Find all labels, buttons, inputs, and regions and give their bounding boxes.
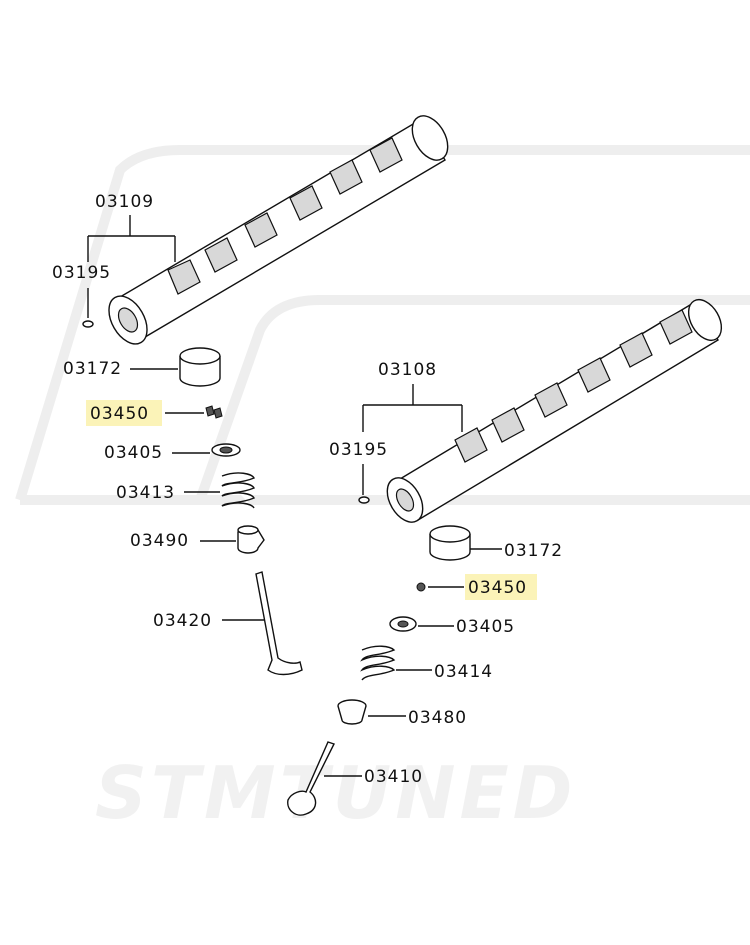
label-exhaust-spring[interactable]: 03413 [116, 483, 220, 503]
intake-seal[interactable] [337, 699, 367, 725]
label-exhaust-seal[interactable]: 03490 [130, 531, 236, 551]
exhaust-keeper[interactable] [205, 405, 223, 419]
label-intake-spring[interactable]: 03414 [396, 662, 493, 682]
label-intake-cam-pin[interactable]: 03195 [329, 440, 388, 495]
watermark-text: STMTUNED [95, 751, 576, 835]
label-intake-lifter[interactable]: 03172 [470, 541, 563, 561]
highlight-exhaust-keeper [86, 400, 162, 426]
intake-cam-pin[interactable] [358, 496, 370, 504]
svg-text:03109: 03109 [95, 192, 154, 212]
intake-keeper[interactable] [416, 582, 426, 592]
svg-text:03450: 03450 [90, 404, 149, 424]
svg-text:03108: 03108 [378, 360, 437, 380]
exhaust-seal[interactable] [237, 525, 265, 554]
exhaust-lifter[interactable] [179, 347, 221, 387]
svg-text:03172: 03172 [504, 541, 563, 561]
exhaust-retainer[interactable] [211, 443, 241, 457]
label-exhaust-retainer[interactable]: 03405 [104, 443, 210, 463]
label-exhaust-valve[interactable]: 03420 [153, 611, 264, 631]
svg-text:03405: 03405 [104, 443, 163, 463]
label-exhaust-camshaft[interactable]: 03109 [87, 192, 176, 262]
exhaust-cam-pin[interactable] [82, 320, 94, 328]
label-intake-camshaft[interactable]: 03108 [362, 360, 463, 432]
label-intake-keeper[interactable]: 03450 [428, 574, 537, 600]
exhaust-cam-lobes [167, 137, 403, 295]
svg-text:03414: 03414 [434, 662, 493, 682]
exhaust-valve[interactable] [255, 571, 303, 676]
label-intake-retainer[interactable]: 03405 [418, 617, 515, 637]
intake-camshaft[interactable] [380, 294, 728, 528]
exhaust-spring[interactable] [221, 472, 255, 509]
svg-text:03420: 03420 [153, 611, 212, 631]
svg-text:03195: 03195 [52, 263, 111, 283]
label-exhaust-cam-pin[interactable]: 03195 [52, 263, 111, 318]
highlight-intake-keeper [465, 574, 537, 600]
intake-retainer[interactable] [389, 616, 417, 632]
svg-text:03490: 03490 [130, 531, 189, 551]
svg-text:03413: 03413 [116, 483, 175, 503]
intake-lifter[interactable] [429, 525, 471, 561]
label-exhaust-keeper[interactable]: 03450 [86, 400, 204, 426]
intake-spring[interactable] [360, 645, 396, 681]
svg-text:03172: 03172 [63, 359, 122, 379]
intake-valve[interactable] [287, 741, 335, 816]
svg-text:03480: 03480 [408, 708, 467, 728]
svg-text:03410: 03410 [364, 767, 423, 787]
label-intake-valve[interactable]: 03410 [324, 767, 423, 787]
svg-text:03450: 03450 [468, 578, 527, 598]
svg-text:03405: 03405 [456, 617, 515, 637]
watermark-background: STMTUNED [15, 145, 750, 835]
svg-text:03195: 03195 [329, 440, 388, 460]
intake-cam-lobes [454, 309, 693, 463]
exhaust-camshaft[interactable] [101, 110, 455, 351]
label-exhaust-lifter[interactable]: 03172 [63, 359, 178, 379]
label-intake-seal[interactable]: 03480 [368, 708, 467, 728]
